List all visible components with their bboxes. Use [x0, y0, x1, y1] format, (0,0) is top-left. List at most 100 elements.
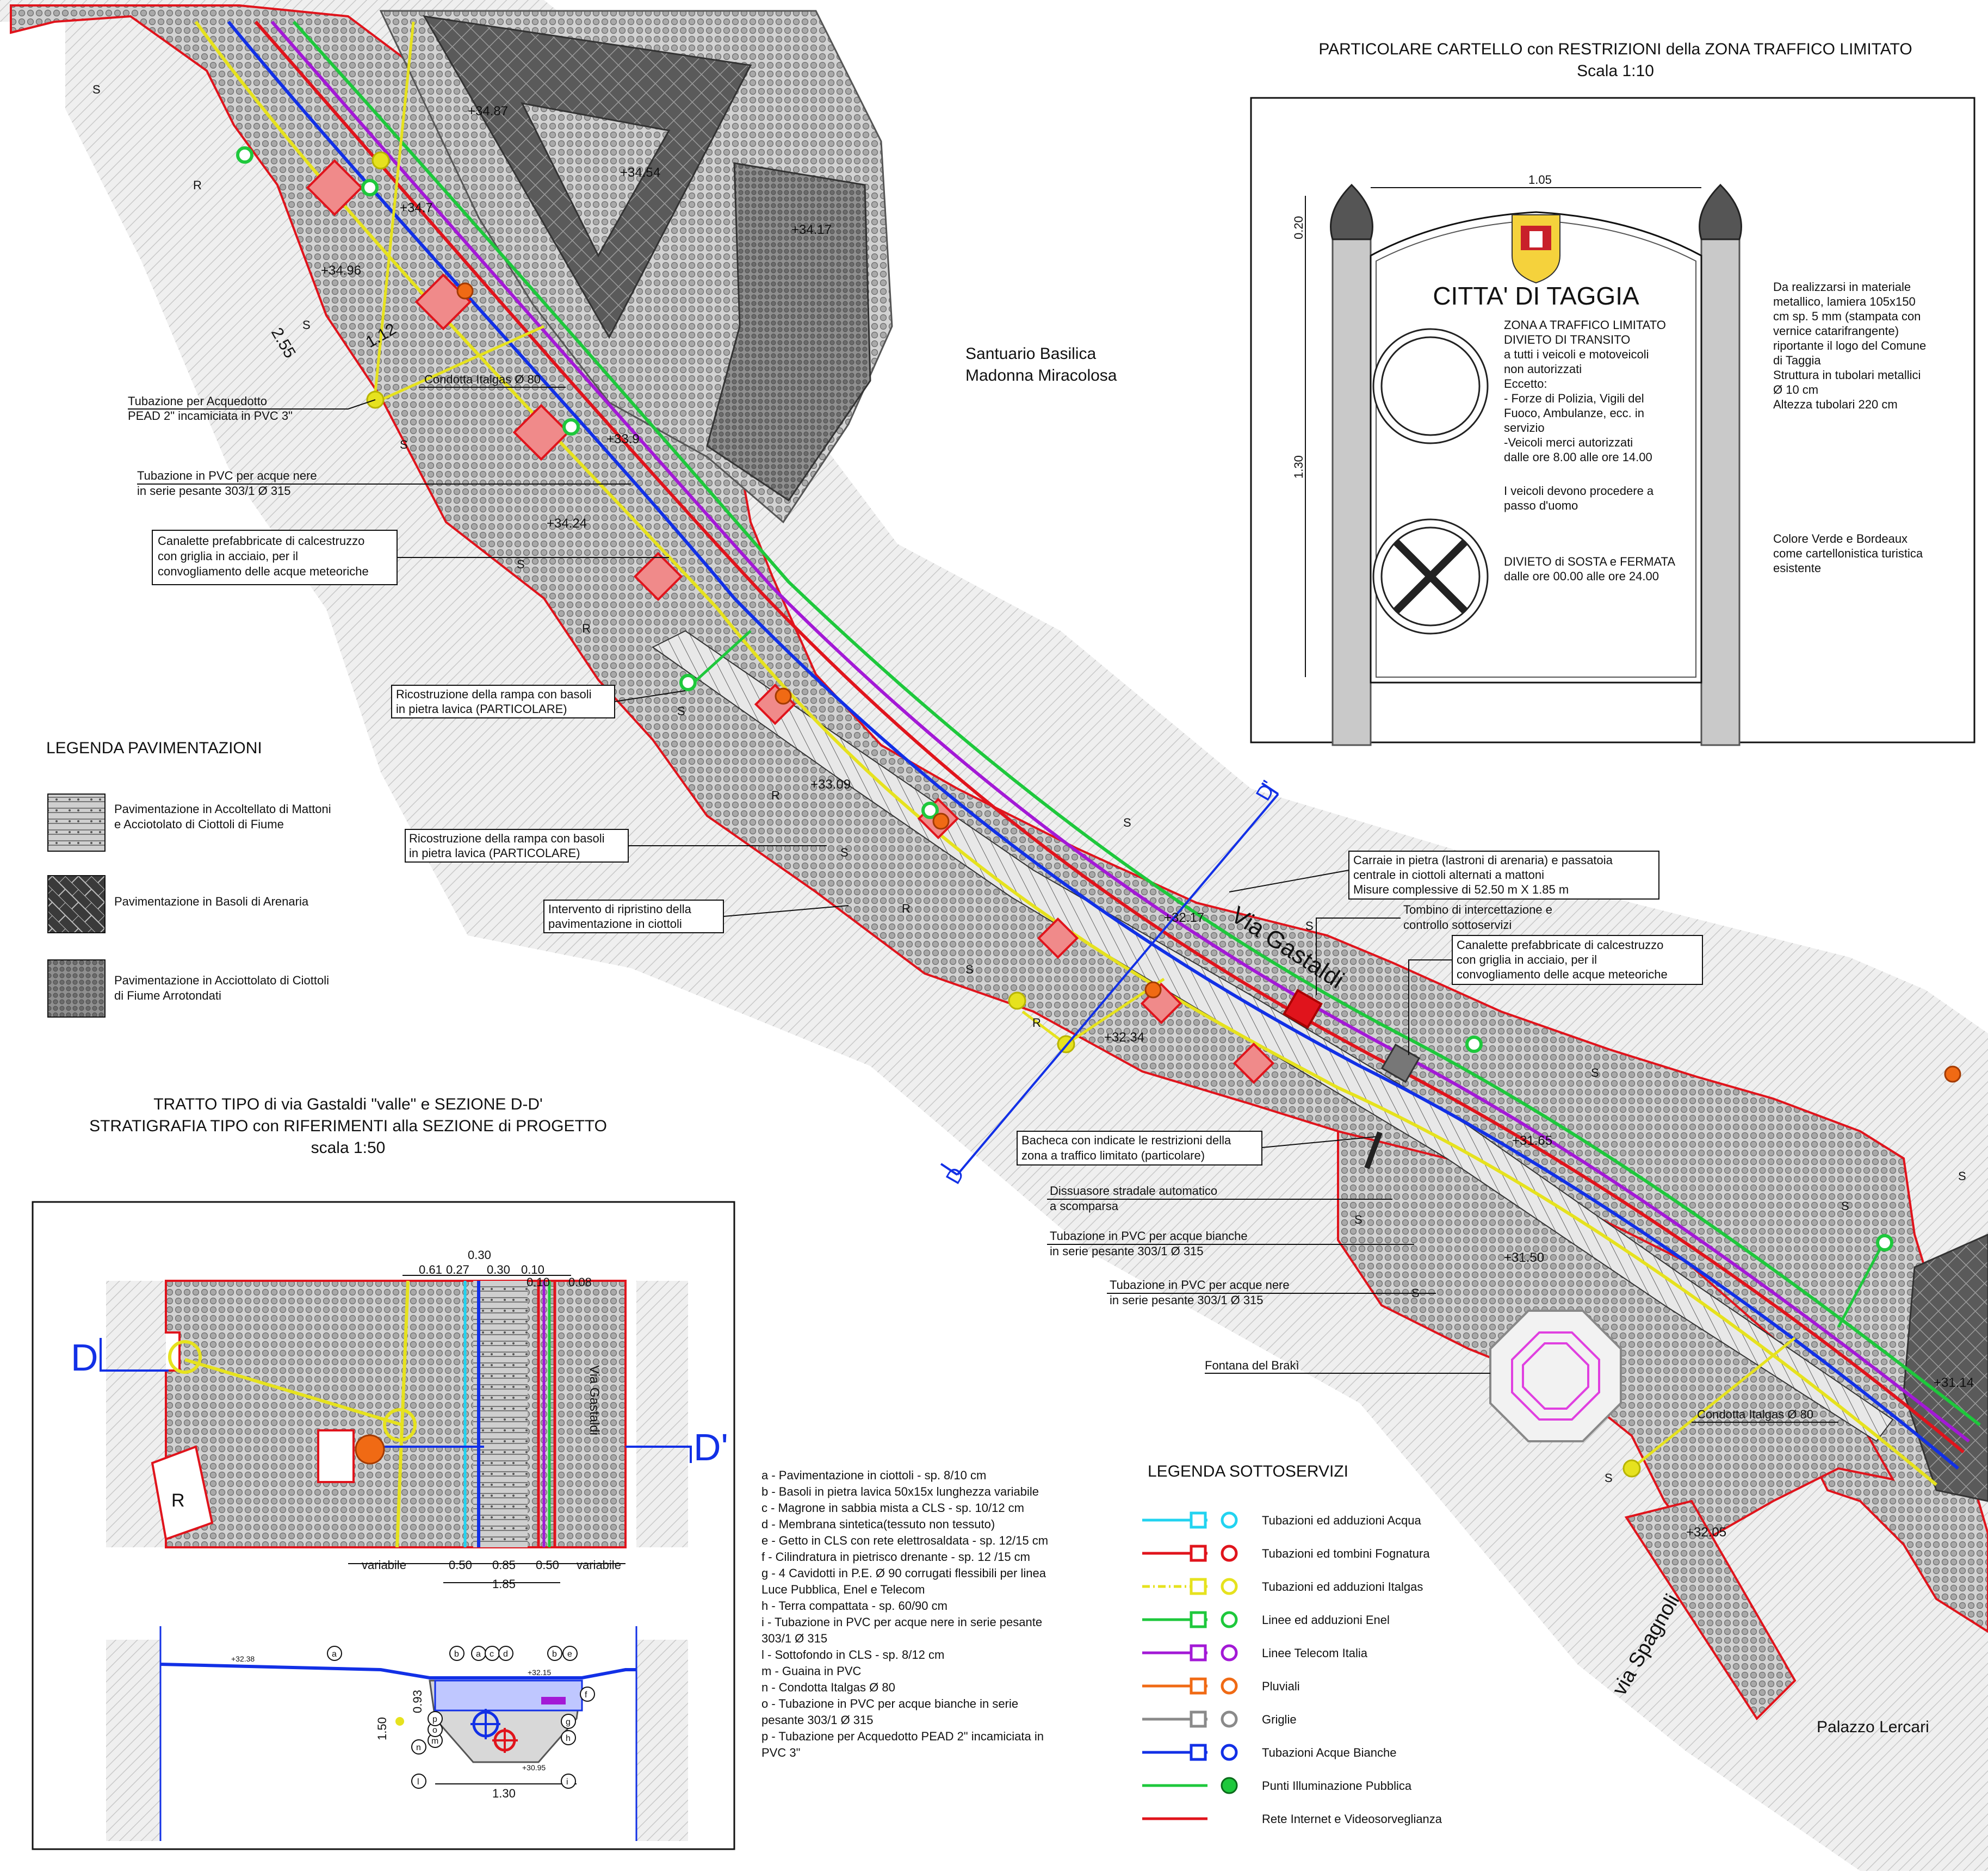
r-marker: R — [582, 622, 591, 635]
callout-line: Misure complessive di 52.50 m X 1.85 m — [1353, 883, 1569, 896]
paving-item-line: di Fiume Arrotondati — [114, 989, 221, 1002]
callout-line: in serie pesante 303/1 Ø 315 — [137, 484, 291, 498]
callout-ripristino: Intervento di ripristino della pavimenta… — [543, 900, 849, 933]
downpipe — [775, 687, 792, 705]
s-marker: S — [1123, 816, 1131, 829]
utility-legend-row: Pluviali — [1142, 1677, 1300, 1695]
cs-yellow-pipe — [395, 1717, 404, 1726]
utility-legend-circle-icon — [1221, 1677, 1238, 1695]
s-marker: S — [1591, 1066, 1599, 1080]
callout-pvc-bianche: Tubazione in PVC per acque bianche in se… — [1047, 1229, 1414, 1258]
utility-legend-circle-icon — [1221, 1545, 1238, 1562]
paving-item-line: Pavimentazione in Basoli di Arenaria — [114, 895, 309, 908]
paving-legend-title: LEGENDA PAVIMENTAZIONI — [46, 739, 262, 757]
layer-marker: b — [449, 1646, 465, 1661]
s-marker: S — [677, 704, 685, 718]
s-marker: S — [1354, 1213, 1363, 1226]
elevation: +32.34 — [1104, 1030, 1144, 1045]
sign-post-left — [1331, 238, 1372, 746]
layer-marker-label: a — [476, 1650, 481, 1659]
callout-acquedotto: Tubazione per Acquedotto PEAD 2" incamic… — [128, 394, 376, 423]
bottom-dim: 0.50 — [449, 1558, 472, 1572]
utility-legend-row: Griglie — [1142, 1710, 1297, 1728]
ztl-line: a tutti i veicoli e motoveicoli — [1504, 348, 1649, 361]
callout-fontana: Fontana del Brakì — [1205, 1359, 1490, 1374]
utility-legend-square-icon — [1190, 1611, 1207, 1628]
utility-legend-label: Tubazioni ed adduzioni Italgas — [1262, 1580, 1423, 1594]
callout-line: in serie pesante 303/1 Ø 315 — [1110, 1293, 1264, 1307]
utility-legend-circle-icon — [1221, 1644, 1238, 1662]
layer-marker: b — [547, 1646, 562, 1661]
cs-elevation: +32.38 — [231, 1654, 255, 1663]
utility-legend-square-icon — [1190, 1710, 1207, 1728]
sign-detail-title: PARTICOLARE CARTELLO con RESTRIZIONI del… — [1318, 40, 1912, 58]
strat-line: g - 4 Cavidotti in P.E. Ø 90 corrugati f… — [761, 1566, 1046, 1580]
layer-marker: e — [562, 1646, 578, 1661]
callout-bacheca: Bacheca con indicate le restrizioni dell… — [1017, 1131, 1377, 1166]
sign-title: CITTA' DI TAGGIA — [1433, 282, 1639, 310]
layer-marker-label: i — [566, 1777, 568, 1787]
dim-height-label: 1.30 — [1292, 455, 1305, 479]
gas-branch-4 — [1631, 1337, 1796, 1470]
place-santuario-line2: Madonna Miracolosa — [965, 367, 1117, 385]
section-tick-bottom — [940, 1163, 958, 1176]
utility-line-sewer — [254, 21, 1965, 1454]
cs-depth: 1.50 — [375, 1717, 389, 1740]
plan-paving — [165, 1280, 627, 1548]
lamp-point — [361, 179, 379, 196]
layer-marker-label: f — [585, 1690, 587, 1700]
gas-valve — [1008, 991, 1026, 1010]
stratigraphy-list: a - Pavimentazione in ciottoli - sp. 8/1… — [761, 1468, 1048, 1759]
utility-legend-row: Punti Illuminazione Pubblica — [1142, 1777, 1412, 1794]
top-dim: 0.10 — [521, 1263, 544, 1276]
elevation: +31.65 — [1512, 1133, 1552, 1148]
utility-legend-row: Rete Internet e Videosorveglianza — [1142, 1812, 1442, 1826]
cs-canal-box — [434, 1679, 583, 1712]
cs-elevation: +32.15 — [528, 1668, 551, 1677]
strat-line: m - Guaina in PVC — [761, 1664, 862, 1678]
utility-legend-row: Tubazioni ed adduzioni Italgas — [1142, 1578, 1423, 1595]
plan-gas-valve — [383, 1408, 417, 1442]
plan-d2-label: D' — [693, 1426, 728, 1468]
utility-legend-square-icon — [1190, 1744, 1207, 1761]
cs-sewer-pipe-cross — [492, 1728, 518, 1753]
enel-branch-2 — [1837, 1244, 1884, 1328]
callout-line: centrale in ciottoli alternati a mattoni — [1353, 868, 1544, 882]
elevation: +32.17 — [1164, 910, 1204, 925]
plan-gas-valve — [168, 1340, 202, 1374]
callout-line: Tombino di intercettazione e — [1403, 903, 1552, 916]
top-dim: 0.10 — [527, 1275, 550, 1289]
elevation: +34.87 — [468, 104, 508, 119]
section-dd: TRATTO TIPO di via Gastaldi "valle" e SE… — [32, 1095, 735, 1850]
s-marker: S — [400, 438, 408, 451]
plan-gas — [395, 1280, 410, 1548]
sign-detail: PARTICOLARE CARTELLO con RESTRIZIONI del… — [1250, 40, 1975, 746]
ztl-line: DIVIETO DI TRANSITO — [1504, 333, 1630, 346]
plan-hatch-right — [636, 1281, 688, 1547]
elevation: +34.7 — [400, 201, 433, 215]
nostop-line: DIVIETO di SOSTA e FERMATA — [1504, 555, 1675, 568]
desc-line: vernice catarifrangente) — [1773, 324, 1899, 338]
plan-manhole — [317, 1429, 355, 1483]
utility-legend-row: Tubazioni ed adduzioni Acqua — [1142, 1511, 1422, 1529]
strat-line: PVC 3" — [761, 1746, 800, 1759]
callout-rampa-2: Ricostruzione della rampa con basoli in … — [405, 829, 827, 863]
cs-ground-right — [636, 1640, 688, 1841]
paving-item-line: Pavimentazione in Acciottolato di Ciotto… — [114, 974, 329, 987]
sign-detail-scale: Scala 1:10 — [1577, 62, 1654, 80]
grate — [1380, 1043, 1421, 1083]
layer-marker-label: a — [332, 1650, 337, 1659]
callout-italgas-top: Condotta Italgas Ø 80 — [419, 373, 566, 388]
ztl-line: Eccetto: — [1504, 377, 1547, 390]
utility-legend-label: Pluviali — [1262, 1679, 1300, 1693]
lamp-point — [921, 802, 939, 819]
dim-top-label: 0.20 — [1292, 216, 1305, 239]
layer-marker: o — [428, 1722, 443, 1737]
section-tick-top — [1261, 782, 1279, 795]
callout-line: Carraie in pietra (lastroni di arenaria)… — [1353, 853, 1613, 867]
finial-left — [1330, 183, 1373, 240]
utility-legend-square-icon — [1190, 1644, 1207, 1662]
callout-line: Intervento di ripristino della — [548, 902, 692, 916]
